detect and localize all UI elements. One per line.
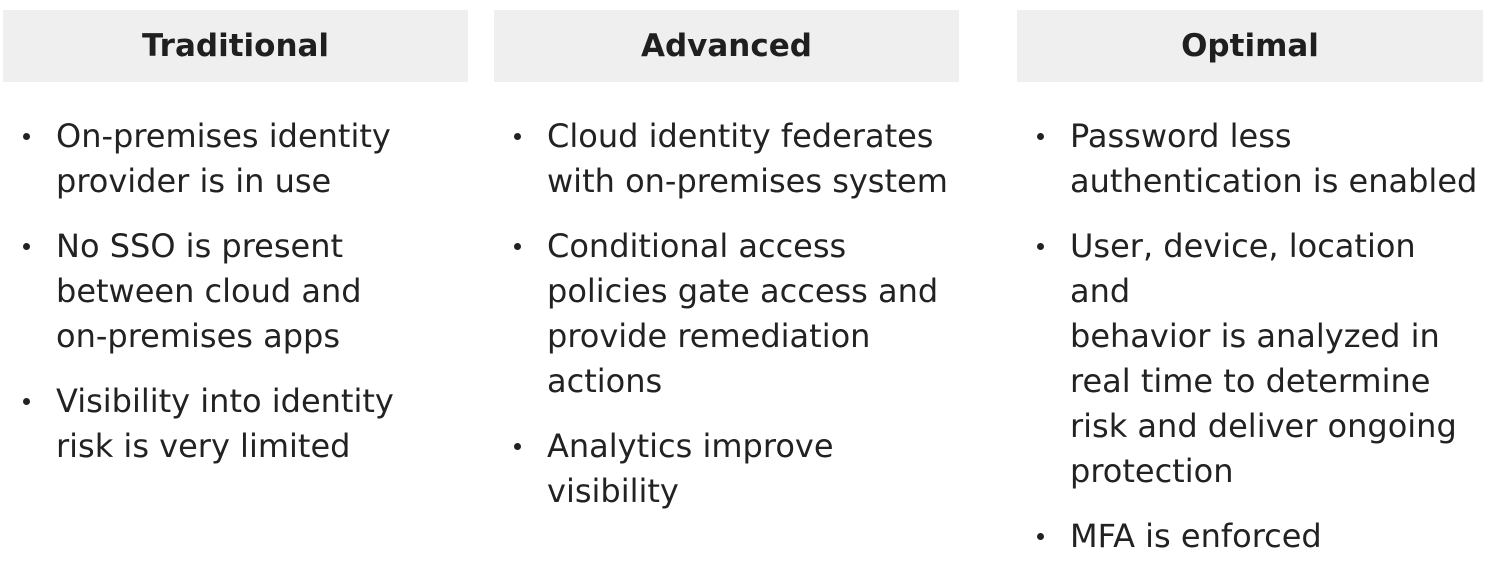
bullet-icon [514,133,521,140]
bullet-icon [23,398,30,405]
list-item: On-premises identity provider is in use [3,114,468,204]
list-item: Password less authentication is enabled [1017,114,1483,204]
list-item: Cloud identity federates with on-premise… [494,114,959,204]
column-header: Advanced [494,10,959,82]
list-item: User, device, location and behavior is a… [1017,224,1483,494]
list-item-text: Visibility into identity risk is very li… [56,382,394,465]
list-item-text: Conditional access policies gate access … [547,227,939,400]
list-item-text: MFA is enforced [1070,517,1322,555]
bullet-icon [514,243,521,250]
bullet-icon [23,133,30,140]
bullet-list: Cloud identity federates with on-premise… [494,114,959,534]
bullet-icon [1037,243,1044,250]
bullet-icon [1037,133,1044,140]
column-title: Traditional [141,28,330,64]
bullet-icon [23,243,30,250]
list-item-text: Analytics improve visibility [547,427,834,510]
column-traditional: Traditional On-premises identity provide… [3,0,468,550]
list-item-text: Password less authentication is enabled [1070,117,1478,200]
bullet-list: Password less authentication is enabled … [1017,114,1483,579]
bullet-icon [1037,533,1044,540]
list-item-text: User, device, location and behavior is a… [1070,227,1457,490]
list-item: Visibility into identity risk is very li… [3,379,468,469]
column-advanced: Advanced Cloud identity federates with o… [494,0,959,550]
list-item: No SSO is present between cloud and on-p… [3,224,468,359]
column-header: Traditional [3,10,468,82]
column-header: Optimal [1017,10,1483,82]
bullet-list: On-premises identity provider is in use … [3,114,468,489]
list-item-text: On-premises identity provider is in use [56,117,391,200]
bullet-icon [514,443,521,450]
list-item: Analytics improve visibility [494,424,959,514]
list-item: Conditional access policies gate access … [494,224,959,404]
list-item-text: Cloud identity federates with on-premise… [547,117,948,200]
column-optimal: Optimal Password less authentication is … [1017,0,1483,555]
column-title: Optimal [1181,28,1319,64]
column-title: Advanced [641,28,812,64]
list-item: MFA is enforced [1017,514,1483,559]
list-item-text: No SSO is present between cloud and on-p… [56,227,362,355]
